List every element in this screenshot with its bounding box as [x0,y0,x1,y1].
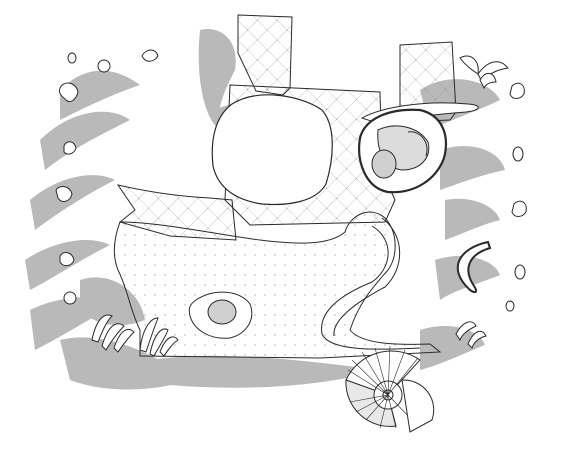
claw-cluster-right-top [459,55,509,90]
spiral-stair [345,345,435,433]
claw-cluster-lower [139,317,179,357]
upper-left-panel [237,14,293,96]
claw-cluster-left [91,314,135,353]
crescent-form [456,240,492,294]
right-pod-column [505,82,527,312]
claw-cluster-right-bottom [455,321,487,349]
hooded-eye-form [358,102,479,194]
left-pod-column [55,49,159,305]
serpentine-band [321,217,421,350]
central-blob [211,94,333,206]
